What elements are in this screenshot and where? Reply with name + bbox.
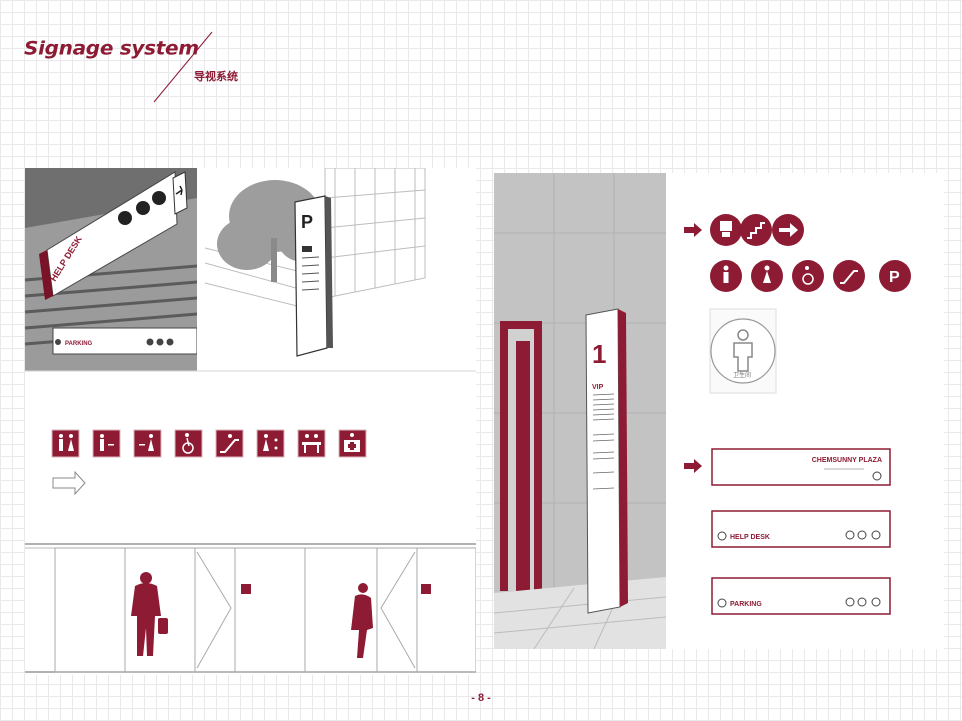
sign-parking: PARKING — [711, 577, 891, 615]
page-title: Signage system — [24, 36, 199, 60]
arrow-right-icon-2 — [684, 459, 702, 473]
escalator-icon-round — [833, 260, 865, 292]
escalator-icon — [215, 429, 244, 458]
svg-text:P: P — [889, 269, 900, 286]
restroom-wall-sign: 卫生间 — [709, 308, 777, 394]
baby-care-icon — [256, 429, 285, 458]
male-icon — [92, 429, 121, 458]
left-panel: HELP DESK PARKING — [24, 167, 477, 675]
person-silhouette-2 — [351, 583, 373, 658]
sign-title-2: HELP DESK — [730, 534, 770, 541]
arrow-outline-icon — [52, 470, 86, 496]
sign-help-desk: HELP DESK — [711, 510, 891, 548]
female-icon-round — [751, 260, 783, 292]
left-panel-illustrations: HELP DESK PARKING — [24, 167, 477, 673]
parking-icon-round: P — [879, 260, 911, 292]
sign-title-1: CHEMSUNNY PLAZA — [812, 457, 882, 464]
title-divider — [153, 31, 213, 103]
female-icon — [133, 429, 162, 458]
page-number: - 8 - — [471, 692, 491, 704]
right-panel: 1 VIP — [493, 173, 944, 650]
page-subtitle: 导视系统 — [194, 70, 238, 83]
pylon-label: VIP — [592, 384, 604, 391]
accessible-icon-round — [792, 260, 824, 292]
first-aid-icon — [338, 429, 367, 458]
right-panel-illustrations: 1 VIP — [493, 173, 911, 650]
male-icon-round — [710, 260, 742, 292]
hanging-sign-render: HELP DESK PARKING — [24, 168, 198, 371]
pylon-number: 1 — [592, 339, 606, 369]
stairs-icon — [740, 214, 772, 246]
restroom-icon — [51, 429, 80, 458]
arrow-circle-icon — [772, 214, 804, 246]
arrow-right-icon — [684, 223, 702, 237]
direction-icon-set: P — [684, 214, 911, 292]
sign-title-3: PARKING — [730, 601, 762, 608]
wall-sign-label: 卫生间 — [733, 371, 751, 379]
ceiling-sign-text: PARKING — [65, 341, 93, 347]
person-silhouette — [131, 572, 168, 656]
toilet-icon — [710, 214, 742, 246]
service-desk-icon — [297, 429, 326, 458]
accessible-icon — [174, 429, 203, 458]
icon-row — [51, 429, 367, 496]
pylon-letter: P — [301, 212, 313, 232]
door-elevation — [25, 543, 477, 673]
pylon-render: P — [197, 167, 476, 371]
vip-pylon-render: 1 VIP — [493, 173, 667, 650]
sign-chemsunny: CHEMSUNNY PLAZA — [711, 448, 891, 486]
